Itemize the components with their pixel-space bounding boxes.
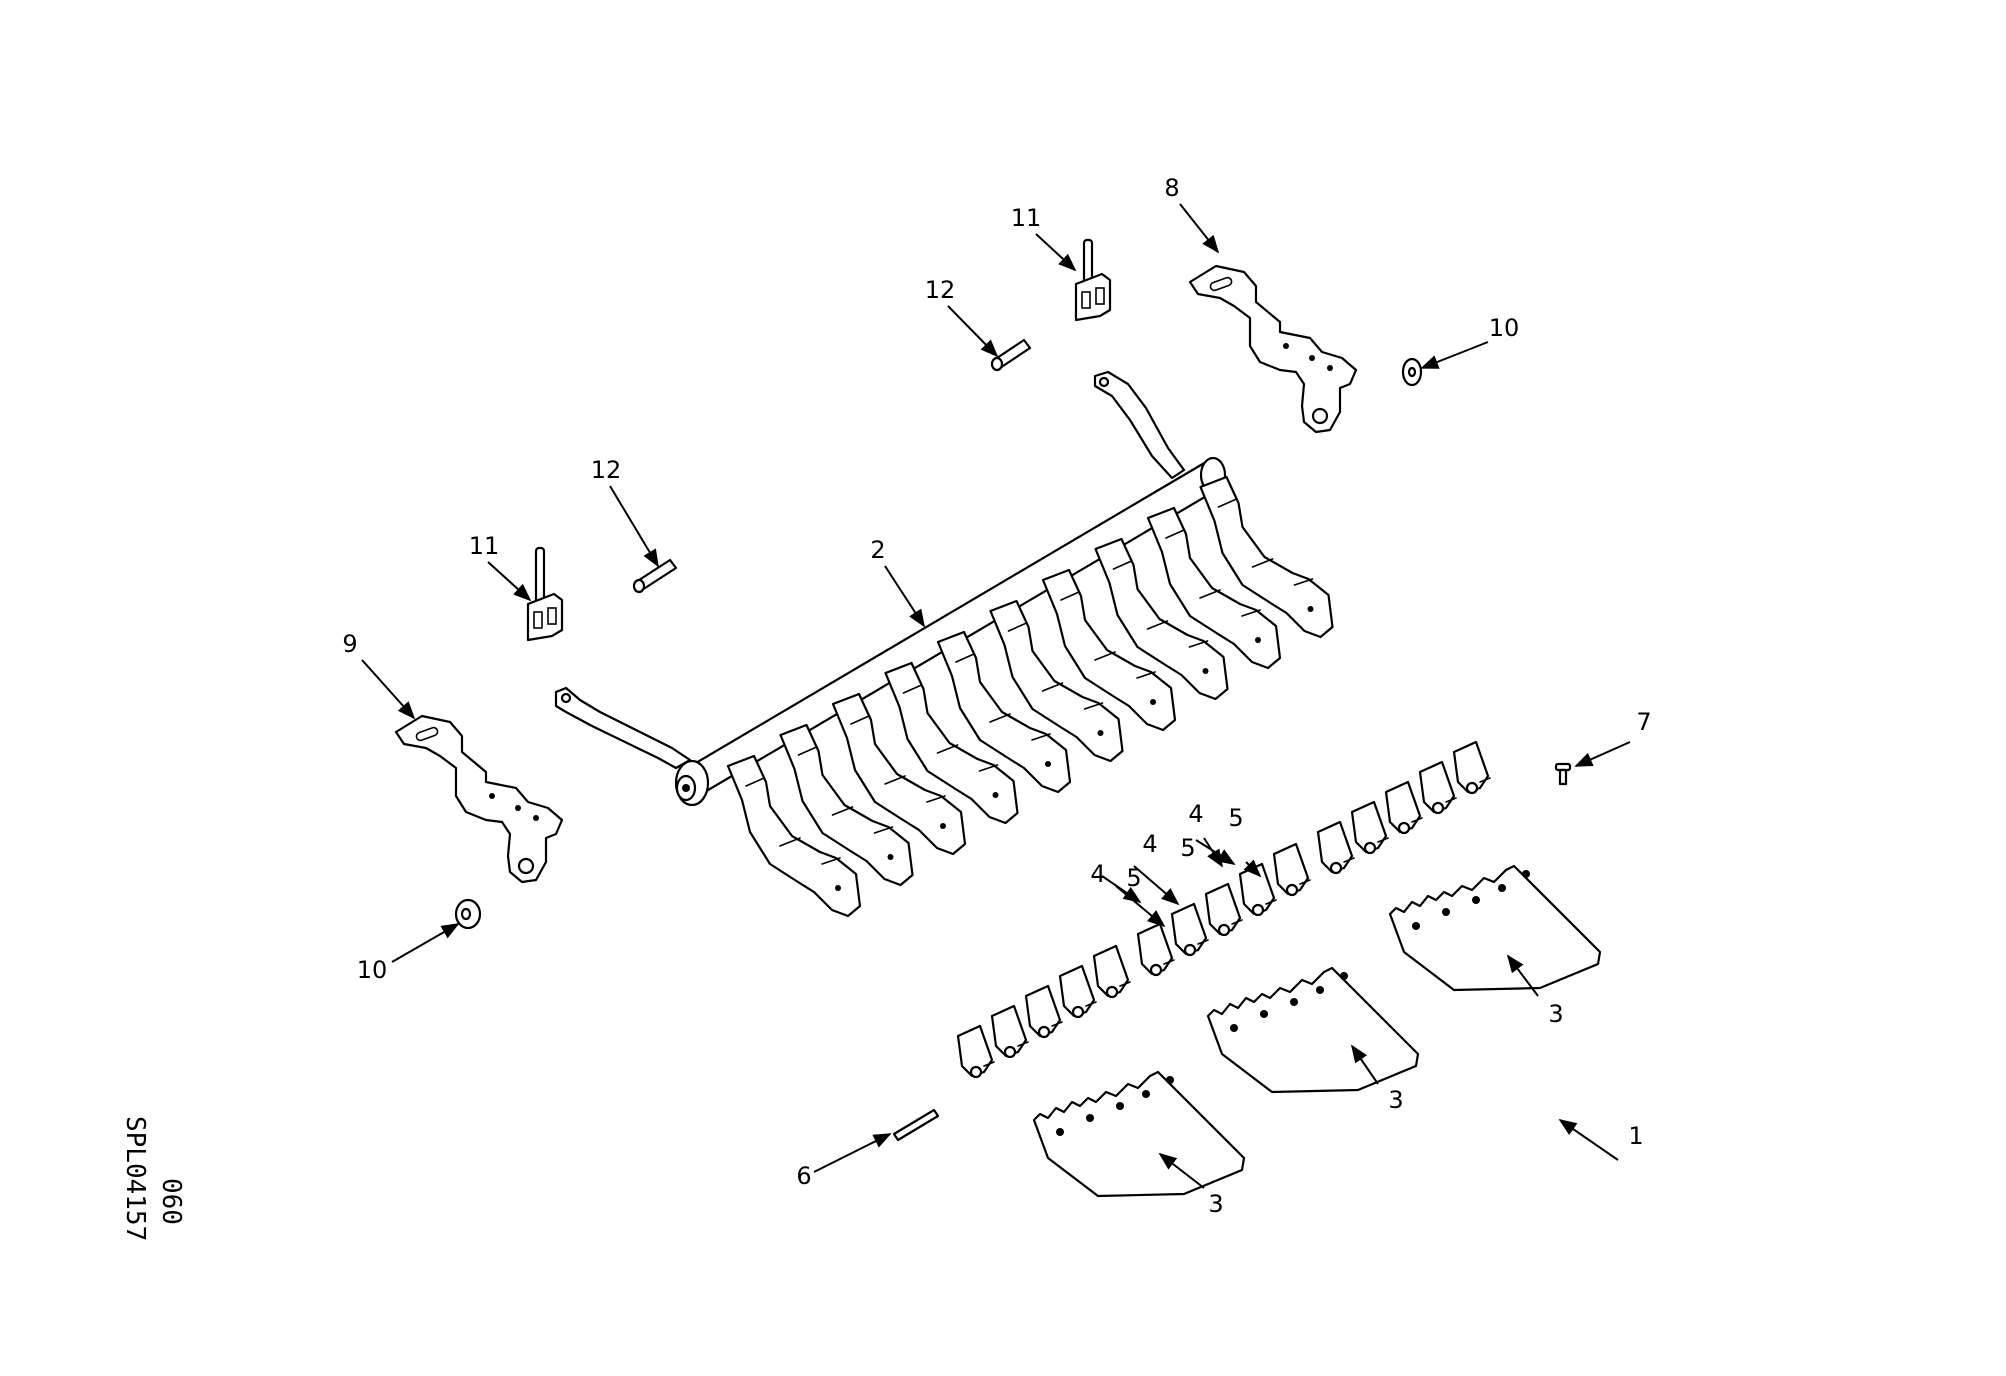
- callout-10: 10: [357, 956, 388, 984]
- pivot-pin-lower: [526, 546, 564, 642]
- finger-arm: [989, 599, 1124, 763]
- callout-5: 5: [1126, 864, 1141, 892]
- callout-3: 3: [1548, 1000, 1563, 1028]
- pin-12-lower: [632, 558, 678, 594]
- callout-6: 6: [796, 1162, 811, 1190]
- finger-tip: [990, 1004, 1029, 1059]
- rod-6: [892, 1108, 940, 1142]
- callout-2: 2: [870, 536, 885, 564]
- guard-plate: [1206, 966, 1420, 1094]
- guard-plate: [1388, 864, 1602, 992]
- leader-lines: [361, 203, 1631, 1189]
- finger-tip: [1204, 882, 1243, 937]
- callout-9: 9: [342, 630, 357, 658]
- sheet-number: 060: [156, 1178, 186, 1225]
- bracket-right: [1188, 264, 1358, 434]
- finger-tip: [1452, 740, 1491, 795]
- washer-lower: [454, 898, 482, 930]
- finger-tip: [1350, 800, 1389, 855]
- callout-4: 4: [1188, 800, 1203, 828]
- finger-arm: [884, 661, 1019, 825]
- callout-10: 10: [1489, 314, 1520, 342]
- drawing-code: SPL04157: [120, 1116, 150, 1242]
- callout-3: 3: [1208, 1190, 1223, 1218]
- finger-tip: [1136, 922, 1175, 977]
- callout-8: 8: [1164, 174, 1179, 202]
- finger-arm: [1146, 506, 1282, 670]
- finger-tip: [1238, 862, 1277, 917]
- guard-plates: [1032, 864, 1602, 1198]
- finger-tip: [1418, 760, 1457, 815]
- guard-plate: [1032, 1070, 1246, 1198]
- axle-assembly: [554, 370, 1334, 918]
- callout-5: 5: [1228, 804, 1243, 832]
- callout-4: 4: [1142, 830, 1157, 858]
- washer-upper: [1401, 357, 1423, 387]
- finger-tip: [1272, 842, 1311, 897]
- callout-12: 12: [591, 456, 622, 484]
- finger-arm: [1199, 475, 1334, 639]
- finger-tip: [1058, 964, 1097, 1019]
- finger-tip: [1170, 902, 1209, 957]
- callout-1: 1: [1628, 1122, 1643, 1150]
- finger-tip: [1092, 944, 1131, 999]
- finger-arm: [726, 754, 862, 918]
- callout-11: 11: [1011, 204, 1042, 232]
- finger-arm: [1094, 537, 1229, 701]
- finger-arm: [936, 630, 1072, 794]
- callout-3: 3: [1388, 1086, 1403, 1114]
- pin-12-upper: [990, 338, 1032, 372]
- bracket-left: [394, 714, 564, 884]
- finger-tip: [1384, 780, 1423, 835]
- finger-arm: [831, 692, 967, 856]
- finger-arm: [1041, 568, 1177, 732]
- finger-arm: [779, 723, 914, 887]
- callout-5: 5: [1180, 834, 1195, 862]
- callout-11: 11: [469, 532, 500, 560]
- callout-12: 12: [925, 276, 956, 304]
- callout-7: 7: [1636, 708, 1651, 736]
- callout-4: 4: [1090, 860, 1105, 888]
- bolt-7: [1554, 762, 1572, 786]
- finger-tip: [1316, 820, 1355, 875]
- callout-labels: 1 2 3 3 3 4 4 4 5 5 5 6 7 8 9 10 10 11 1…: [342, 174, 1651, 1218]
- finger-tip: [956, 1024, 995, 1079]
- pivot-pin-upper: [1074, 238, 1112, 322]
- finger-tip-rows: [956, 740, 1491, 1079]
- finger-tip: [1024, 984, 1063, 1039]
